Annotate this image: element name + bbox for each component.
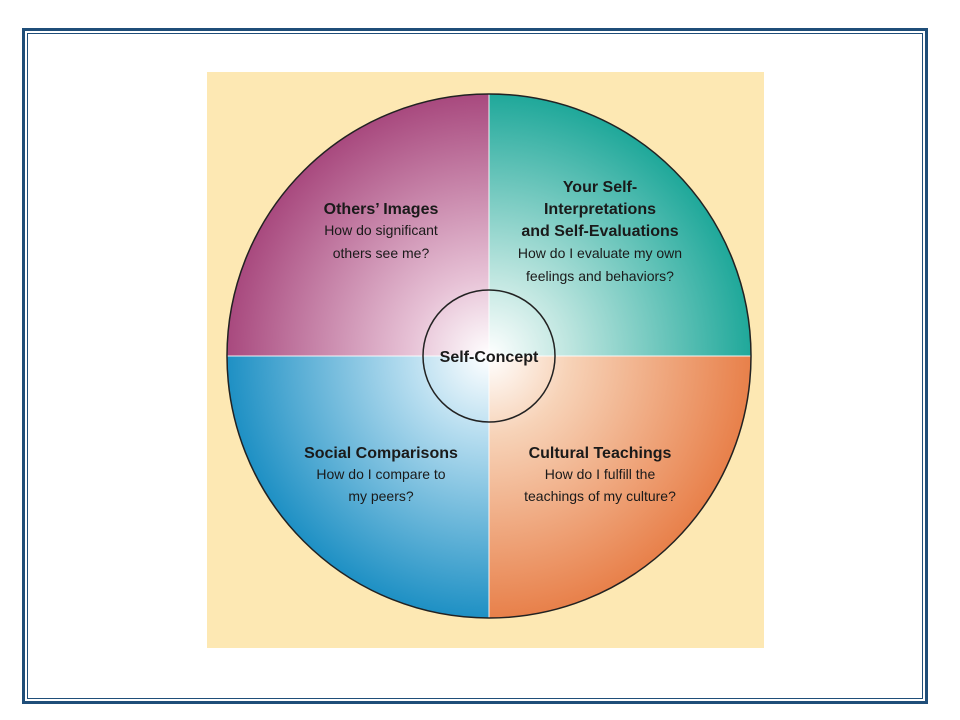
others-images-question-line-2: others see me? bbox=[333, 245, 430, 261]
self-interpretations-question-line-2: feelings and behaviors? bbox=[526, 268, 674, 284]
cultural-teachings-question-line-1: How do I fulfill the bbox=[545, 466, 656, 482]
quadrant-self-interpretations bbox=[489, 94, 751, 356]
outer-circle bbox=[226, 93, 752, 619]
center-circle bbox=[422, 289, 556, 423]
self-interpretations-title-line-2: Interpretations bbox=[544, 201, 656, 218]
self-interpretations-title-line-3: and Self-Evaluations bbox=[521, 223, 678, 240]
social-comparisons-question-line-2: my peers? bbox=[348, 488, 414, 504]
slide-border-outer bbox=[22, 28, 928, 704]
cultural-teachings-question-line-2: teachings of my culture? bbox=[524, 488, 676, 504]
social-comparisons-question-line-1: How do I compare to bbox=[316, 466, 445, 482]
slide-border-inner bbox=[27, 33, 923, 699]
quadrant-others-images bbox=[227, 94, 489, 356]
others-images-title: Others’ Images bbox=[324, 201, 439, 218]
quadrant-social-comparisons bbox=[227, 356, 489, 618]
self-interpretations-title-line-1: Your Self- bbox=[563, 179, 637, 196]
cultural-teachings-title: Cultural Teachings bbox=[529, 445, 672, 462]
social-comparisons-title: Social Comparisons bbox=[304, 445, 458, 462]
self-interpretations-question-line-1: How do I evaluate my own bbox=[518, 245, 682, 261]
quadrant-cultural-teachings bbox=[489, 356, 751, 618]
others-images-question-line-1: How do significant bbox=[324, 222, 438, 238]
center-label: Self-Concept bbox=[440, 349, 539, 366]
